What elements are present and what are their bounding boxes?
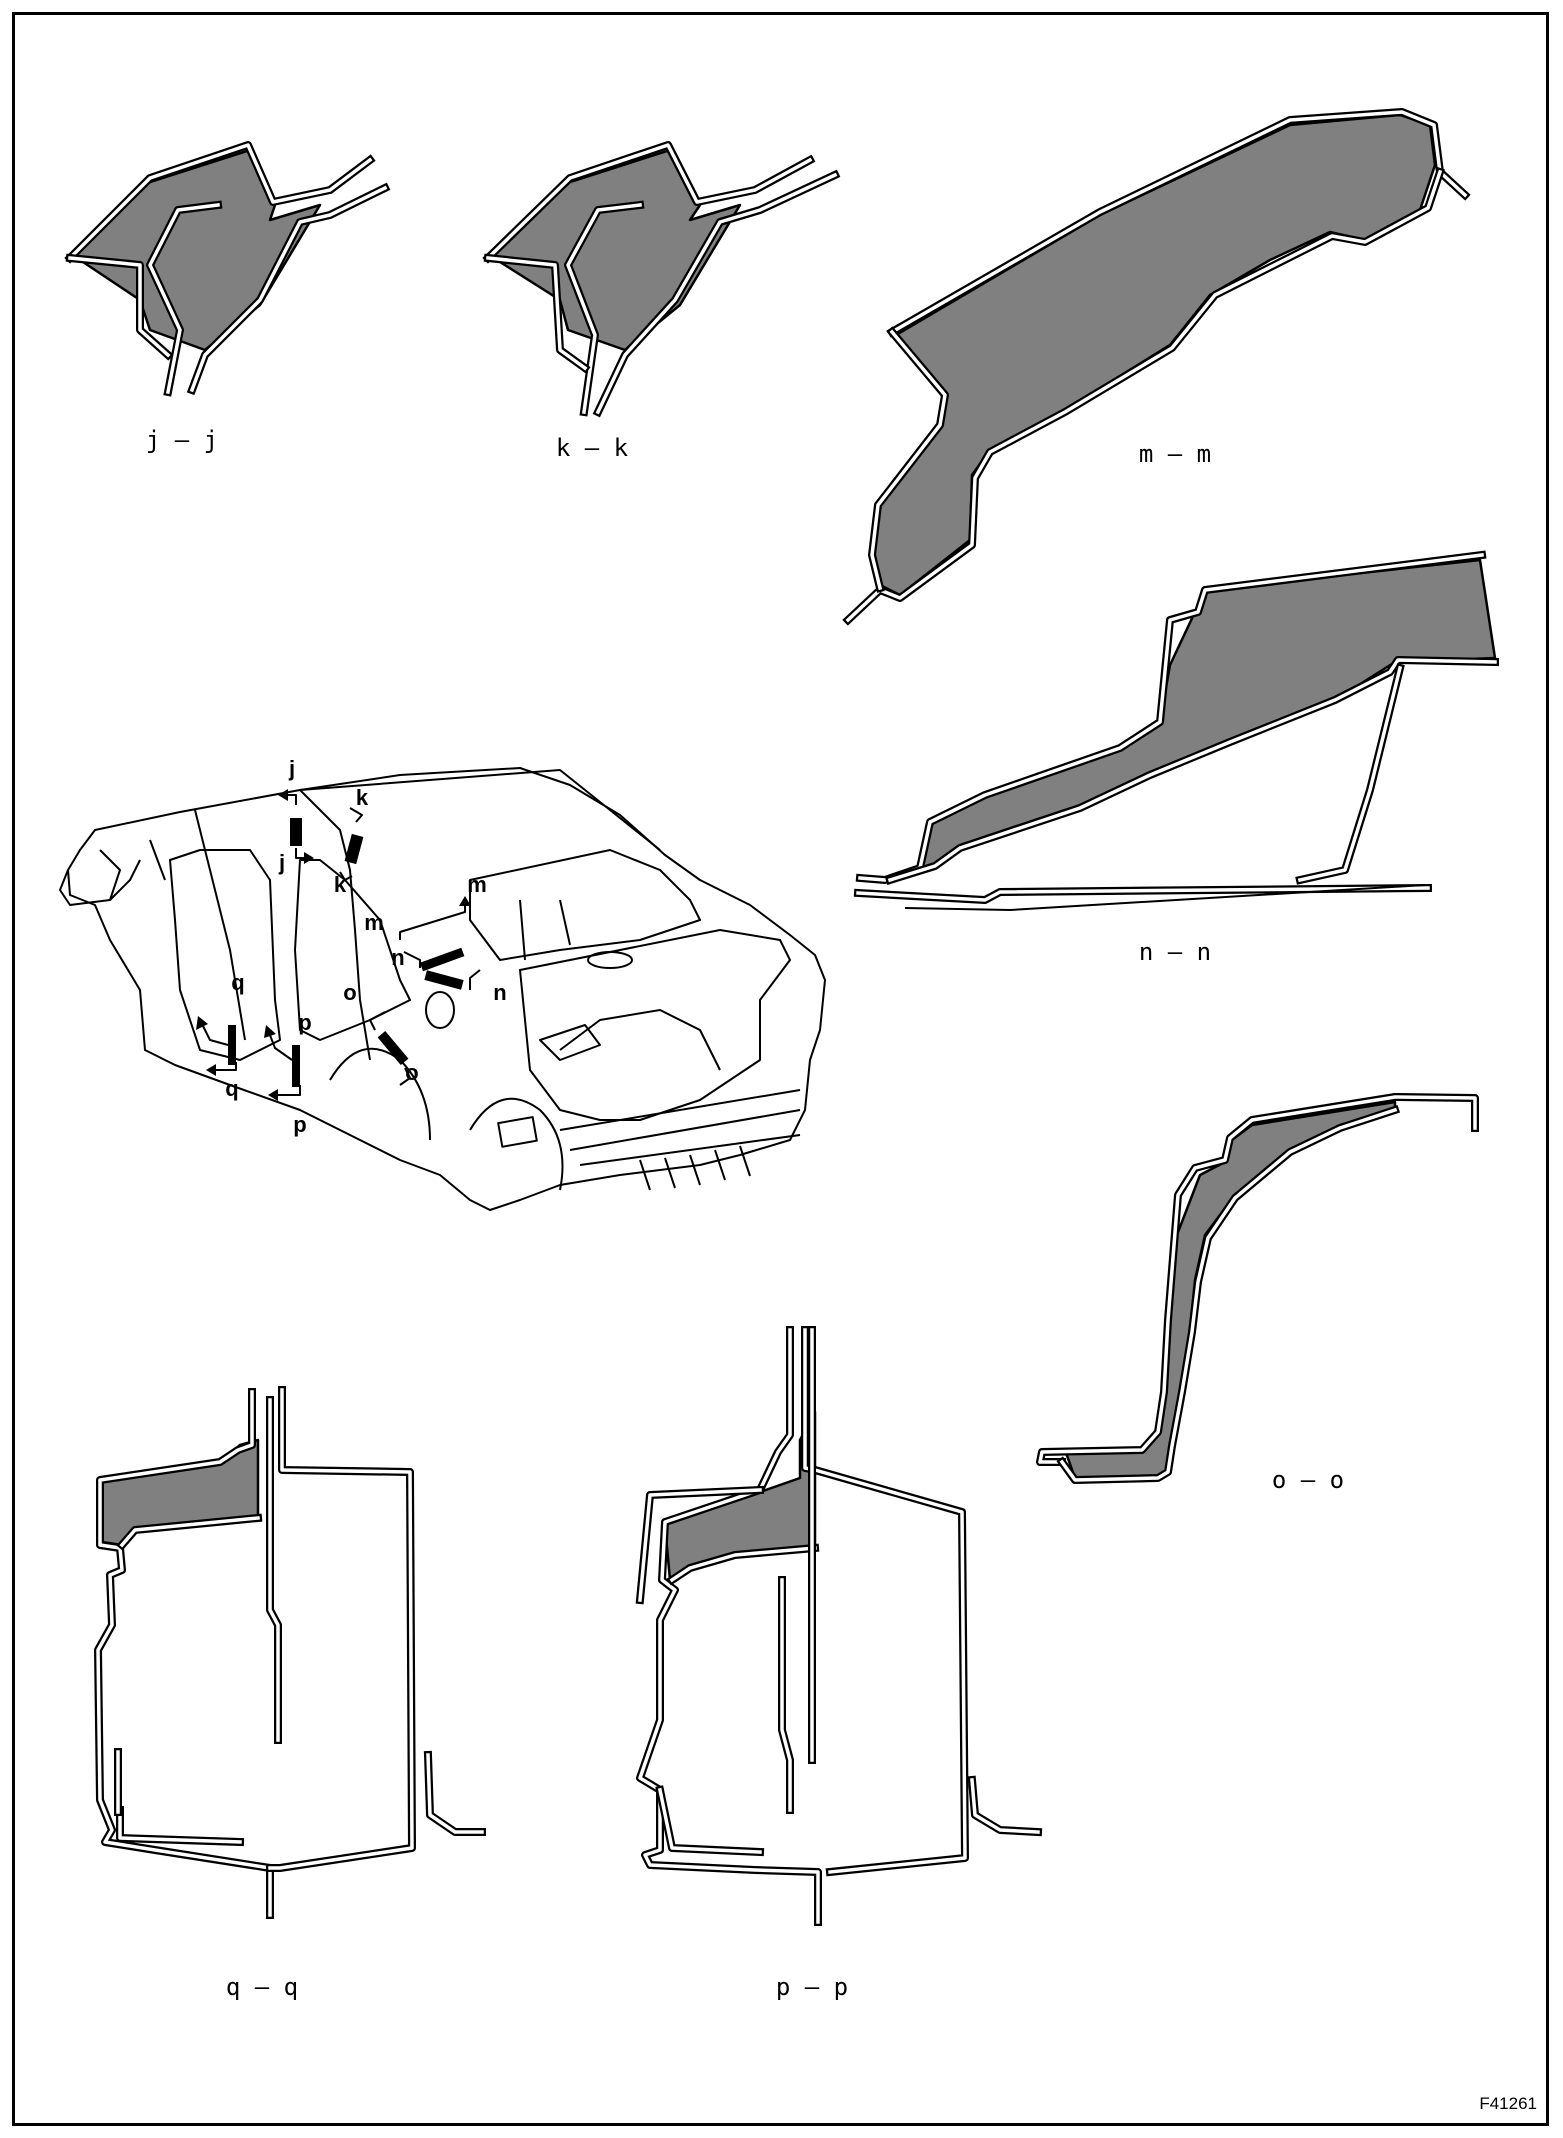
section-k-k: k – k: [482, 141, 841, 462]
section-label-n: n – n: [1139, 938, 1211, 966]
marker-p-bottom: p: [293, 1112, 306, 1137]
marker-k-top: k: [356, 785, 369, 810]
diagram-frame: [12, 12, 1549, 2126]
section-p-p: p – p: [635, 1326, 1043, 2001]
section-label-j: j – j: [146, 426, 218, 454]
marker-k-bottom: k: [334, 872, 347, 897]
section-q-q: q – q: [94, 1386, 486, 2001]
marker-o-top: o: [343, 980, 356, 1005]
marker-j-bottom: j: [278, 850, 285, 875]
marker-n-right: n: [493, 980, 506, 1005]
marker-m-top: m: [467, 872, 487, 897]
marker-m-bottom: m: [364, 910, 384, 935]
section-label-m: m – m: [1139, 440, 1211, 468]
marker-q-top: q: [231, 970, 244, 995]
section-label-q: q – q: [226, 1973, 298, 2001]
section-j-j: j – j: [64, 141, 391, 454]
marker-p-top: p: [298, 1010, 311, 1035]
section-o-o: o – o: [1036, 1093, 1479, 1494]
section-n-n: n – n: [853, 550, 1500, 966]
marker-q-bottom: q: [225, 1076, 238, 1101]
marker-o-bottom: o: [405, 1060, 418, 1085]
marker-n-left: n: [391, 945, 404, 970]
section-label-p: p – p: [776, 1973, 848, 2001]
section-label-o: o – o: [1272, 1466, 1344, 1494]
section-m-m: m – m: [842, 108, 1471, 626]
marker-j-top: j: [288, 756, 295, 781]
car-body-illustration: j j k k m m n n o o q q p p: [59, 756, 826, 1211]
section-label-k: k – k: [556, 434, 629, 462]
figure-id: F41261: [1479, 2094, 1537, 2113]
